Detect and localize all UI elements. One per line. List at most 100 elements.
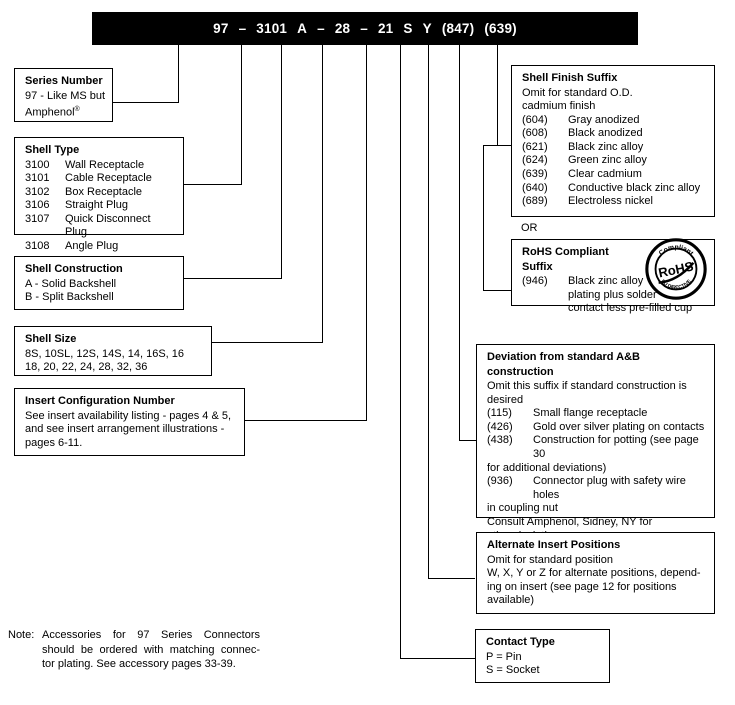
- deviation-code: (936): [487, 475, 513, 488]
- contact-type-line-1: P = Pin: [486, 650, 522, 663]
- shell-type-desc: Cable Receptacle: [65, 172, 152, 185]
- shell-size-title: Shell Size: [25, 333, 77, 345]
- shell-finish-row: (689)Electroless nickel: [522, 195, 706, 209]
- shell-finish-desc: Black anodized: [568, 127, 643, 140]
- alternate-insert-line-2: W, X, Y or Z for alternate positions, de…: [487, 567, 701, 580]
- deviation-code: (438): [487, 434, 513, 447]
- callout-deviation: Deviation from standard A&B construction…: [476, 344, 715, 542]
- leader-insert-config-vertical: [366, 45, 367, 420]
- registered-icon: ®: [74, 106, 80, 114]
- insert-configuration-line-3: pages 6-11.: [25, 436, 83, 449]
- shell-type-code: 3106: [25, 199, 50, 212]
- shell-type-code: 3101: [25, 172, 50, 185]
- callout-contact-type: Contact Type P = Pin S = Socket: [475, 629, 610, 683]
- part-segment-deviation: (847): [441, 21, 475, 36]
- leader-contact-type-vertical: [400, 45, 401, 658]
- deviation-intro-2: desired: [487, 393, 524, 406]
- shell-finish-row: (608)Black anodized: [522, 127, 706, 141]
- deviation-desc: Construction for potting (see page 30: [533, 434, 699, 460]
- shell-type-row: 3102 Box Receptacle: [25, 186, 175, 200]
- deviation-row: (936) Connector plug with safety wire hol…: [487, 475, 706, 502]
- shell-finish-code: (689): [522, 195, 548, 208]
- contact-type-title: Contact Type: [486, 636, 555, 648]
- contact-type-line-2: S = Socket: [486, 664, 540, 677]
- shell-type-desc: Box Receptacle: [65, 185, 143, 198]
- alternate-insert-line-4: available): [487, 594, 535, 607]
- deviation-desc: Connector plug with safety wire holes: [533, 475, 686, 501]
- shell-type-desc: Quick Disconnect Plug: [65, 212, 151, 239]
- part-segment-shell-size: 28: [334, 21, 351, 36]
- shell-finish-title: Shell Finish Suffix: [522, 72, 618, 84]
- shell-finish-code: (624): [522, 154, 548, 167]
- leader-rohs-branch: [483, 290, 511, 291]
- shell-finish-row: (624) Green zinc alloy: [522, 154, 706, 168]
- leader-contact-type-horizontal: [400, 658, 475, 659]
- note-line-3: tor plating. See accessory pages 33-39.: [42, 658, 236, 670]
- alternate-insert-title: Alternate Insert Positions: [487, 539, 621, 551]
- series-number-brand: Amphenol: [25, 106, 75, 119]
- rohs-code: (946): [522, 275, 548, 287]
- or-label: OR: [521, 222, 538, 234]
- note-line-2: should be ordered with matching connec-: [42, 643, 260, 656]
- callout-rohs-suffix: RoHS Compliant Suffix (946)Black zinc al…: [511, 239, 715, 314]
- part-segment-dash-3: –: [360, 21, 368, 36]
- shell-finish-code: (640): [522, 181, 548, 194]
- shell-finish-desc: Clear cadmium: [568, 168, 642, 181]
- deviation-desc: Small flange receptacle: [533, 407, 648, 420]
- deviation-continuation-1: for additional deviations): [487, 461, 607, 474]
- shell-type-row: 3101 Cable Receptacle: [25, 172, 175, 186]
- shell-construction-line-1: A - Solid Backshell: [25, 277, 117, 290]
- leader-construction-horizontal: [184, 278, 282, 279]
- shell-finish-desc: Black zinc alloy: [568, 140, 644, 153]
- leader-shell-type-horizontal: [183, 184, 242, 185]
- shell-finish-code: (639): [522, 168, 548, 181]
- callout-insert-configuration: Insert Configuration Number See insert a…: [14, 388, 245, 456]
- part-number-bar: 97 – 3101 A – 28 – 21 S Y (847) (639): [92, 12, 638, 45]
- deviation-code: (426): [487, 420, 513, 433]
- shell-size-line-2: 18, 20, 22, 24, 28, 32, 36: [25, 361, 148, 374]
- deviation-footer-1: Consult Amphenol, Sidney, NY for: [487, 515, 653, 528]
- svg-text:EU DIRECTIVE: EU DIRECTIVE: [659, 278, 693, 291]
- part-segment-dash-2: –: [317, 21, 325, 36]
- shell-finish-desc: Green zinc alloy: [568, 154, 647, 167]
- rohs-arc-bottom: EU DIRECTIVE: [659, 278, 693, 291]
- rohs-row: (946) Black zinc alloy: [522, 275, 706, 289]
- part-segment-contact-type: S: [403, 21, 413, 36]
- shell-type-row: 3107 Quick Disconnect Plug: [25, 213, 175, 240]
- callout-shell-finish-suffix: Shell Finish Suffix Omit for standard O.…: [511, 65, 715, 217]
- leader-finish-vertical: [497, 45, 498, 145]
- shell-finish-row: (604)Gray anodized: [522, 114, 706, 128]
- shell-finish-code: (604): [522, 113, 548, 126]
- deviation-row: (426)Gold over silver plating on contact…: [487, 421, 706, 435]
- svg-text:Compliant: Compliant: [658, 244, 695, 258]
- deviation-title-line-1: Deviation from standard A&B: [487, 351, 641, 363]
- rohs-badge-text: RoHS: [657, 258, 695, 280]
- shell-finish-intro-2: cadmium finish: [522, 100, 596, 113]
- leader-insert-config-horizontal: [245, 420, 367, 421]
- leader-finish-bracket: [483, 145, 484, 290]
- rohs-desc-3: contact less pre-filled cup: [568, 302, 693, 315]
- shell-type-row: 3106 Straight Plug: [25, 199, 175, 213]
- part-segment-shell-type: 3101: [256, 21, 288, 36]
- shell-type-code: 3107: [25, 212, 50, 225]
- series-number-title: Series Number: [25, 75, 103, 87]
- shell-type-desc: Straight Plug: [65, 199, 128, 212]
- shell-type-code: 3102: [25, 185, 50, 198]
- note-label: Note:: [8, 629, 35, 641]
- callout-shell-construction: Shell Construction A - Solid Backshell B…: [14, 256, 184, 310]
- deviation-continuation-2: in coupling nut: [487, 502, 558, 515]
- leader-shell-size-vertical: [322, 45, 323, 342]
- callout-shell-size: Shell Size 8S, 10SL, 12S, 14S, 14, 16S, …: [14, 326, 212, 376]
- insert-configuration-line-1: See insert availability listing - pages …: [25, 409, 232, 422]
- leader-insert-position-vertical: [428, 45, 429, 578]
- part-segment-insert-position: Y: [422, 21, 432, 36]
- rohs-desc-1: Black zinc alloy: [568, 275, 644, 287]
- shell-finish-row: (640) Conductive black zinc alloy: [522, 182, 706, 196]
- shell-type-code: 3100: [25, 158, 50, 171]
- shell-finish-desc: Conductive black zinc alloy: [568, 181, 701, 194]
- insert-configuration-line-2: and see insert arrangement illustrations…: [25, 423, 225, 436]
